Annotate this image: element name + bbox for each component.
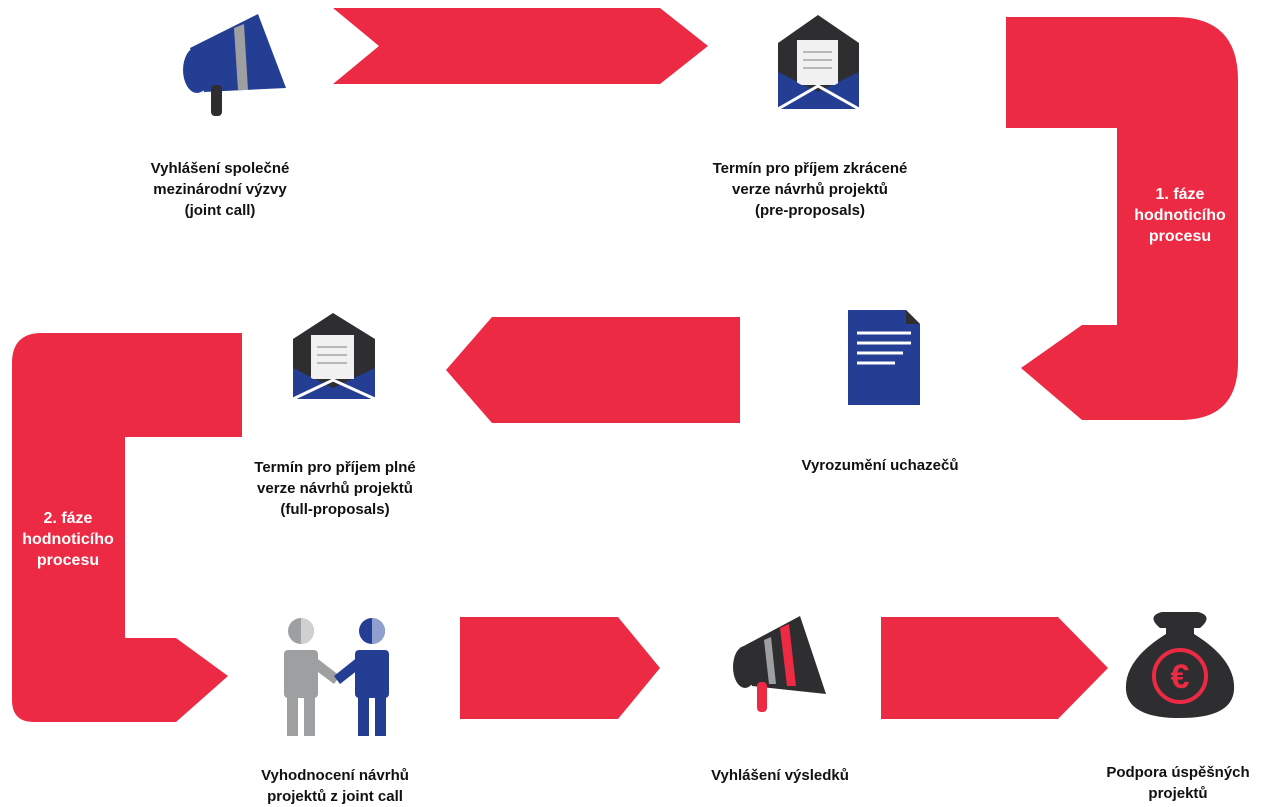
- megaphone-dark-icon: [733, 616, 826, 712]
- handshake-icon: [284, 618, 389, 736]
- phase-2-bracket: [12, 333, 242, 722]
- arrow-left-row2: [446, 317, 740, 423]
- step-label-funding: Podpora úspěšných projektů: [1106, 764, 1250, 802]
- arrow-right-row3-b: [881, 617, 1108, 719]
- phase-2-label: 2. fáze hodnoticího procesu: [22, 510, 114, 569]
- step-label-joint-call: Vyhlášení společné mezinárodní výzvy (jo…: [150, 160, 290, 219]
- phase-1-label: 1. fáze hodnoticího procesu: [1134, 186, 1226, 245]
- step-label-pre-proposals: Termín pro příjem zkrácené verze návrhů …: [712, 160, 908, 219]
- money-bag-euro-icon: €: [1125, 612, 1235, 718]
- envelope-blue-icon: [777, 15, 860, 111]
- step-label-evaluation: Vyhodnocení návrhů projektů z joint call: [261, 767, 409, 805]
- step-label-results: Vyhlášení výsledků: [711, 767, 849, 784]
- arrow-right-row1: [333, 8, 708, 84]
- svg-text:€: €: [1171, 658, 1190, 696]
- megaphone-blue-icon: [183, 14, 286, 116]
- arrow-right-row3-a: [460, 617, 660, 719]
- step-label-full-proposals: Termín pro příjem plné verze návrhů proj…: [254, 459, 416, 518]
- step-label-applicant-notification: Vyrozumění uchazečů: [801, 457, 959, 474]
- envelope-blue-icon: [292, 313, 376, 401]
- document-icon: [848, 310, 920, 405]
- phase-1-bracket: [1006, 17, 1238, 420]
